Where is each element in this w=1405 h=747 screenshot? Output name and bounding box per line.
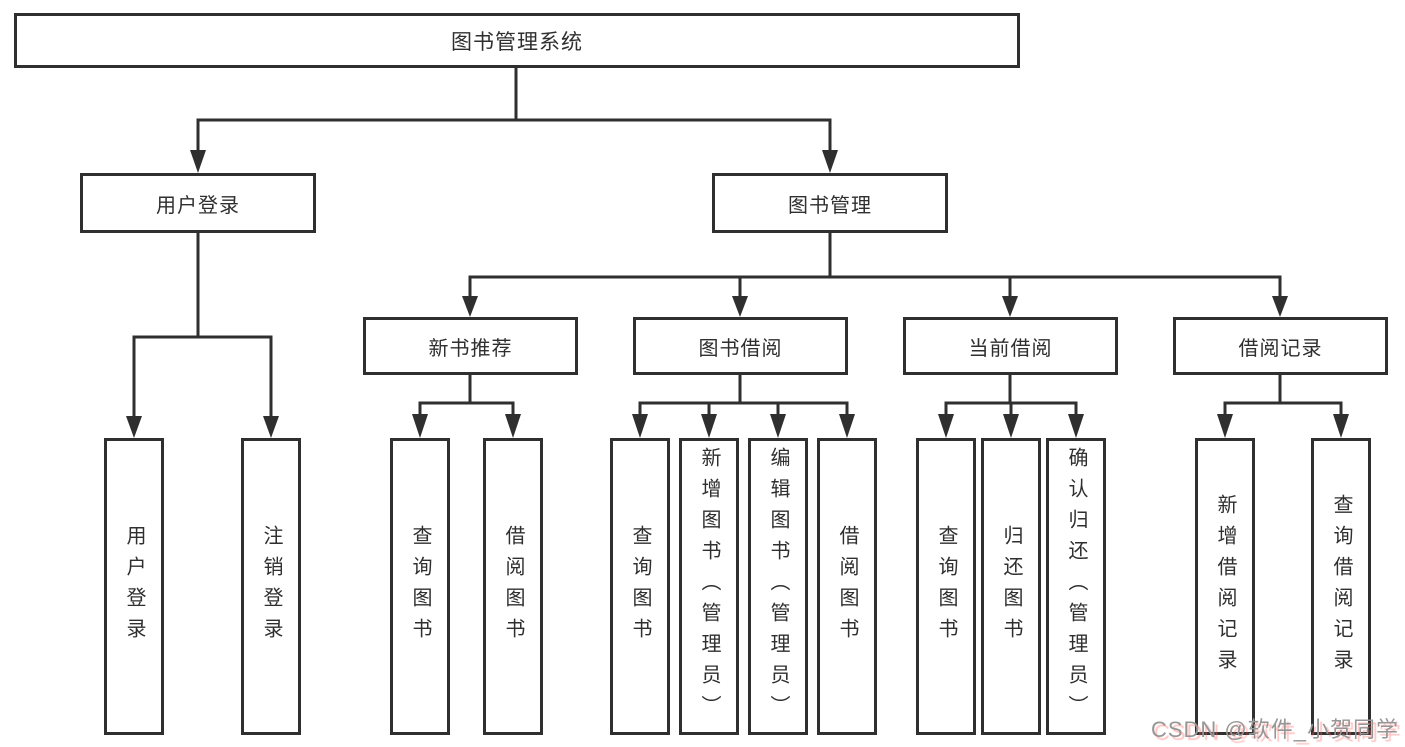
node-label: 用户登录 bbox=[123, 524, 145, 649]
node-label: 借阅图书 bbox=[836, 524, 858, 649]
node-label: 查询图书 bbox=[935, 524, 957, 649]
leaf-logout: 注销登录 bbox=[241, 438, 301, 735]
leaf-borrow-books: 借阅图书 bbox=[817, 438, 877, 735]
connector-user-login-group bbox=[126, 233, 279, 438]
node-current-borrow: 当前借阅 bbox=[903, 317, 1118, 375]
leaf-return-books: 归还图书 bbox=[981, 438, 1041, 735]
node-user-login: 用户登录 bbox=[80, 173, 316, 233]
node-label: 归还图书 bbox=[1000, 524, 1022, 649]
node-label: 新增借阅记录 bbox=[1214, 493, 1236, 680]
node-label: 借阅记录 bbox=[1238, 337, 1323, 360]
leaf-borrow-books-recommend: 借阅图书 bbox=[483, 438, 543, 735]
leaf-edit-books-admin: 编辑图书（管理员） bbox=[748, 438, 808, 735]
leaf-user-login: 用户登录 bbox=[104, 438, 164, 735]
connector-book-mgmt-to-level3 bbox=[462, 233, 1288, 317]
node-label: 新增图书（管理员） bbox=[698, 447, 720, 726]
csdn-watermark: CSDN @软件_小贺同学 bbox=[1150, 717, 1399, 742]
leaf-query-borrow-record: 查询借阅记录 bbox=[1311, 438, 1371, 735]
node-new-book-recommend: 新书推荐 bbox=[363, 317, 578, 375]
node-book-management: 图书管理 bbox=[712, 173, 948, 233]
node-label: 查询图书 bbox=[629, 524, 651, 649]
node-label: 用户登录 bbox=[156, 194, 240, 217]
node-label: 当前借阅 bbox=[968, 337, 1053, 360]
leaf-add-books-admin: 新增图书（管理员） bbox=[679, 438, 739, 735]
node-label: 注销登录 bbox=[260, 524, 282, 649]
node-label: 查询图书 bbox=[409, 524, 431, 649]
connector-borrow-records-group bbox=[1217, 375, 1349, 438]
connector-current-borrow-group bbox=[938, 375, 1084, 438]
leaf-confirm-return-admin: 确认归还（管理员） bbox=[1046, 438, 1106, 735]
node-borrow-records: 借阅记录 bbox=[1173, 317, 1388, 375]
node-label: 借阅图书 bbox=[502, 524, 524, 649]
connector-root-to-level2 bbox=[190, 68, 838, 173]
leaf-query-books-current: 查询图书 bbox=[916, 438, 976, 735]
node-label: 查询借阅记录 bbox=[1330, 493, 1352, 680]
connector-new-books-group bbox=[412, 375, 521, 438]
node-label: 图书管理系统 bbox=[451, 30, 583, 54]
node-book-borrow: 图书借阅 bbox=[633, 317, 848, 375]
node-label: 确认归还（管理员） bbox=[1065, 447, 1087, 726]
node-label: 图书管理 bbox=[788, 194, 872, 217]
leaf-add-borrow-record: 新增借阅记录 bbox=[1195, 438, 1255, 735]
leaf-query-books-borrow: 查询图书 bbox=[610, 438, 670, 735]
node-label: 新书推荐 bbox=[428, 337, 513, 360]
node-label: 编辑图书（管理员） bbox=[767, 447, 789, 726]
node-root-system: 图书管理系统 bbox=[14, 13, 1020, 68]
leaf-query-books-recommend: 查询图书 bbox=[390, 438, 450, 735]
node-label: 图书借阅 bbox=[698, 337, 783, 360]
connector-book-borrow-group bbox=[632, 375, 855, 438]
